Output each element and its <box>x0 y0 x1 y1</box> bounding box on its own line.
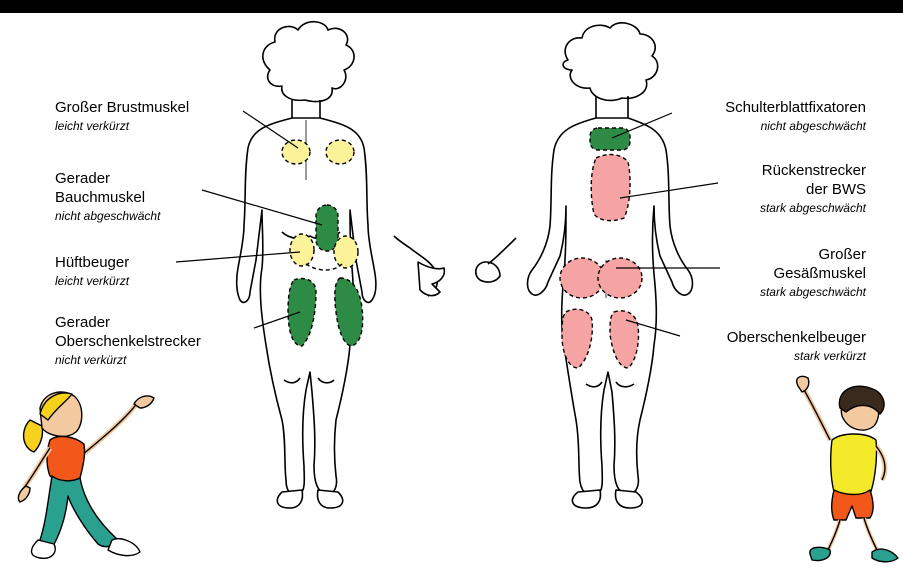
gluteus-right <box>598 258 642 298</box>
label-gluteus-maximus: Großer Gesäßmuskel stark abgeschwächt <box>760 246 866 300</box>
label-pectoralis-major: Großer Brustmuskel leicht verkürzt <box>55 99 189 134</box>
muscle-name: Großer Brustmuskel <box>55 99 189 118</box>
muscle-name: Rückenstrecker der BWS <box>746 162 866 200</box>
label-hip-flexor: Hüftbeuger leicht verkürzt <box>55 254 129 289</box>
muscle-status: stark abgeschwächt <box>746 201 866 216</box>
pectoral-right <box>326 140 354 164</box>
muscle-status: leicht verkürzt <box>55 119 189 134</box>
muscle-name: Gerader Bauchmuskel <box>55 170 165 208</box>
muscle-name: Großer Gesäßmuskel <box>766 246 866 284</box>
muscle-name: Hüftbeuger <box>55 254 129 273</box>
girl-illustration <box>18 392 154 558</box>
scapular-fixators <box>590 128 630 150</box>
hip-flexor-right <box>334 236 358 268</box>
muscle-status: nicht abgeschwächt <box>55 209 195 224</box>
muscle-name: Schulterblattfixatoren <box>725 99 866 118</box>
label-rectus-femoris: Gerader Oberschenkelstrecker nicht verkü… <box>55 314 230 368</box>
label-scapular-fixators: Schulterblattfixatoren nicht abgeschwäch… <box>725 99 866 134</box>
label-thoracic-erector: Rückenstrecker der BWS stark abgeschwäch… <box>746 162 866 216</box>
muscle-name: Oberschenkelbeuger <box>727 329 866 348</box>
muscle-status: stark abgeschwächt <box>760 285 866 300</box>
muscle-status: nicht abgeschwächt <box>725 119 866 134</box>
hip-flexor-left <box>290 234 314 266</box>
muscle-status: nicht verkürzt <box>55 353 230 368</box>
label-hamstrings: Oberschenkelbeuger stark verkürzt <box>727 329 866 364</box>
pectoral-left <box>282 140 310 164</box>
thoracic-erector <box>591 155 630 221</box>
muscle-status: stark verkürzt <box>727 349 866 364</box>
muscle-status: leicht verkürzt <box>55 274 129 289</box>
boy-illustration <box>797 376 898 561</box>
muscle-name: Gerader Oberschenkelstrecker <box>55 314 230 352</box>
abdominal-muscle <box>316 205 338 251</box>
label-rectus-abdominis: Gerader Bauchmuskel nicht abgeschwächt <box>55 170 195 224</box>
